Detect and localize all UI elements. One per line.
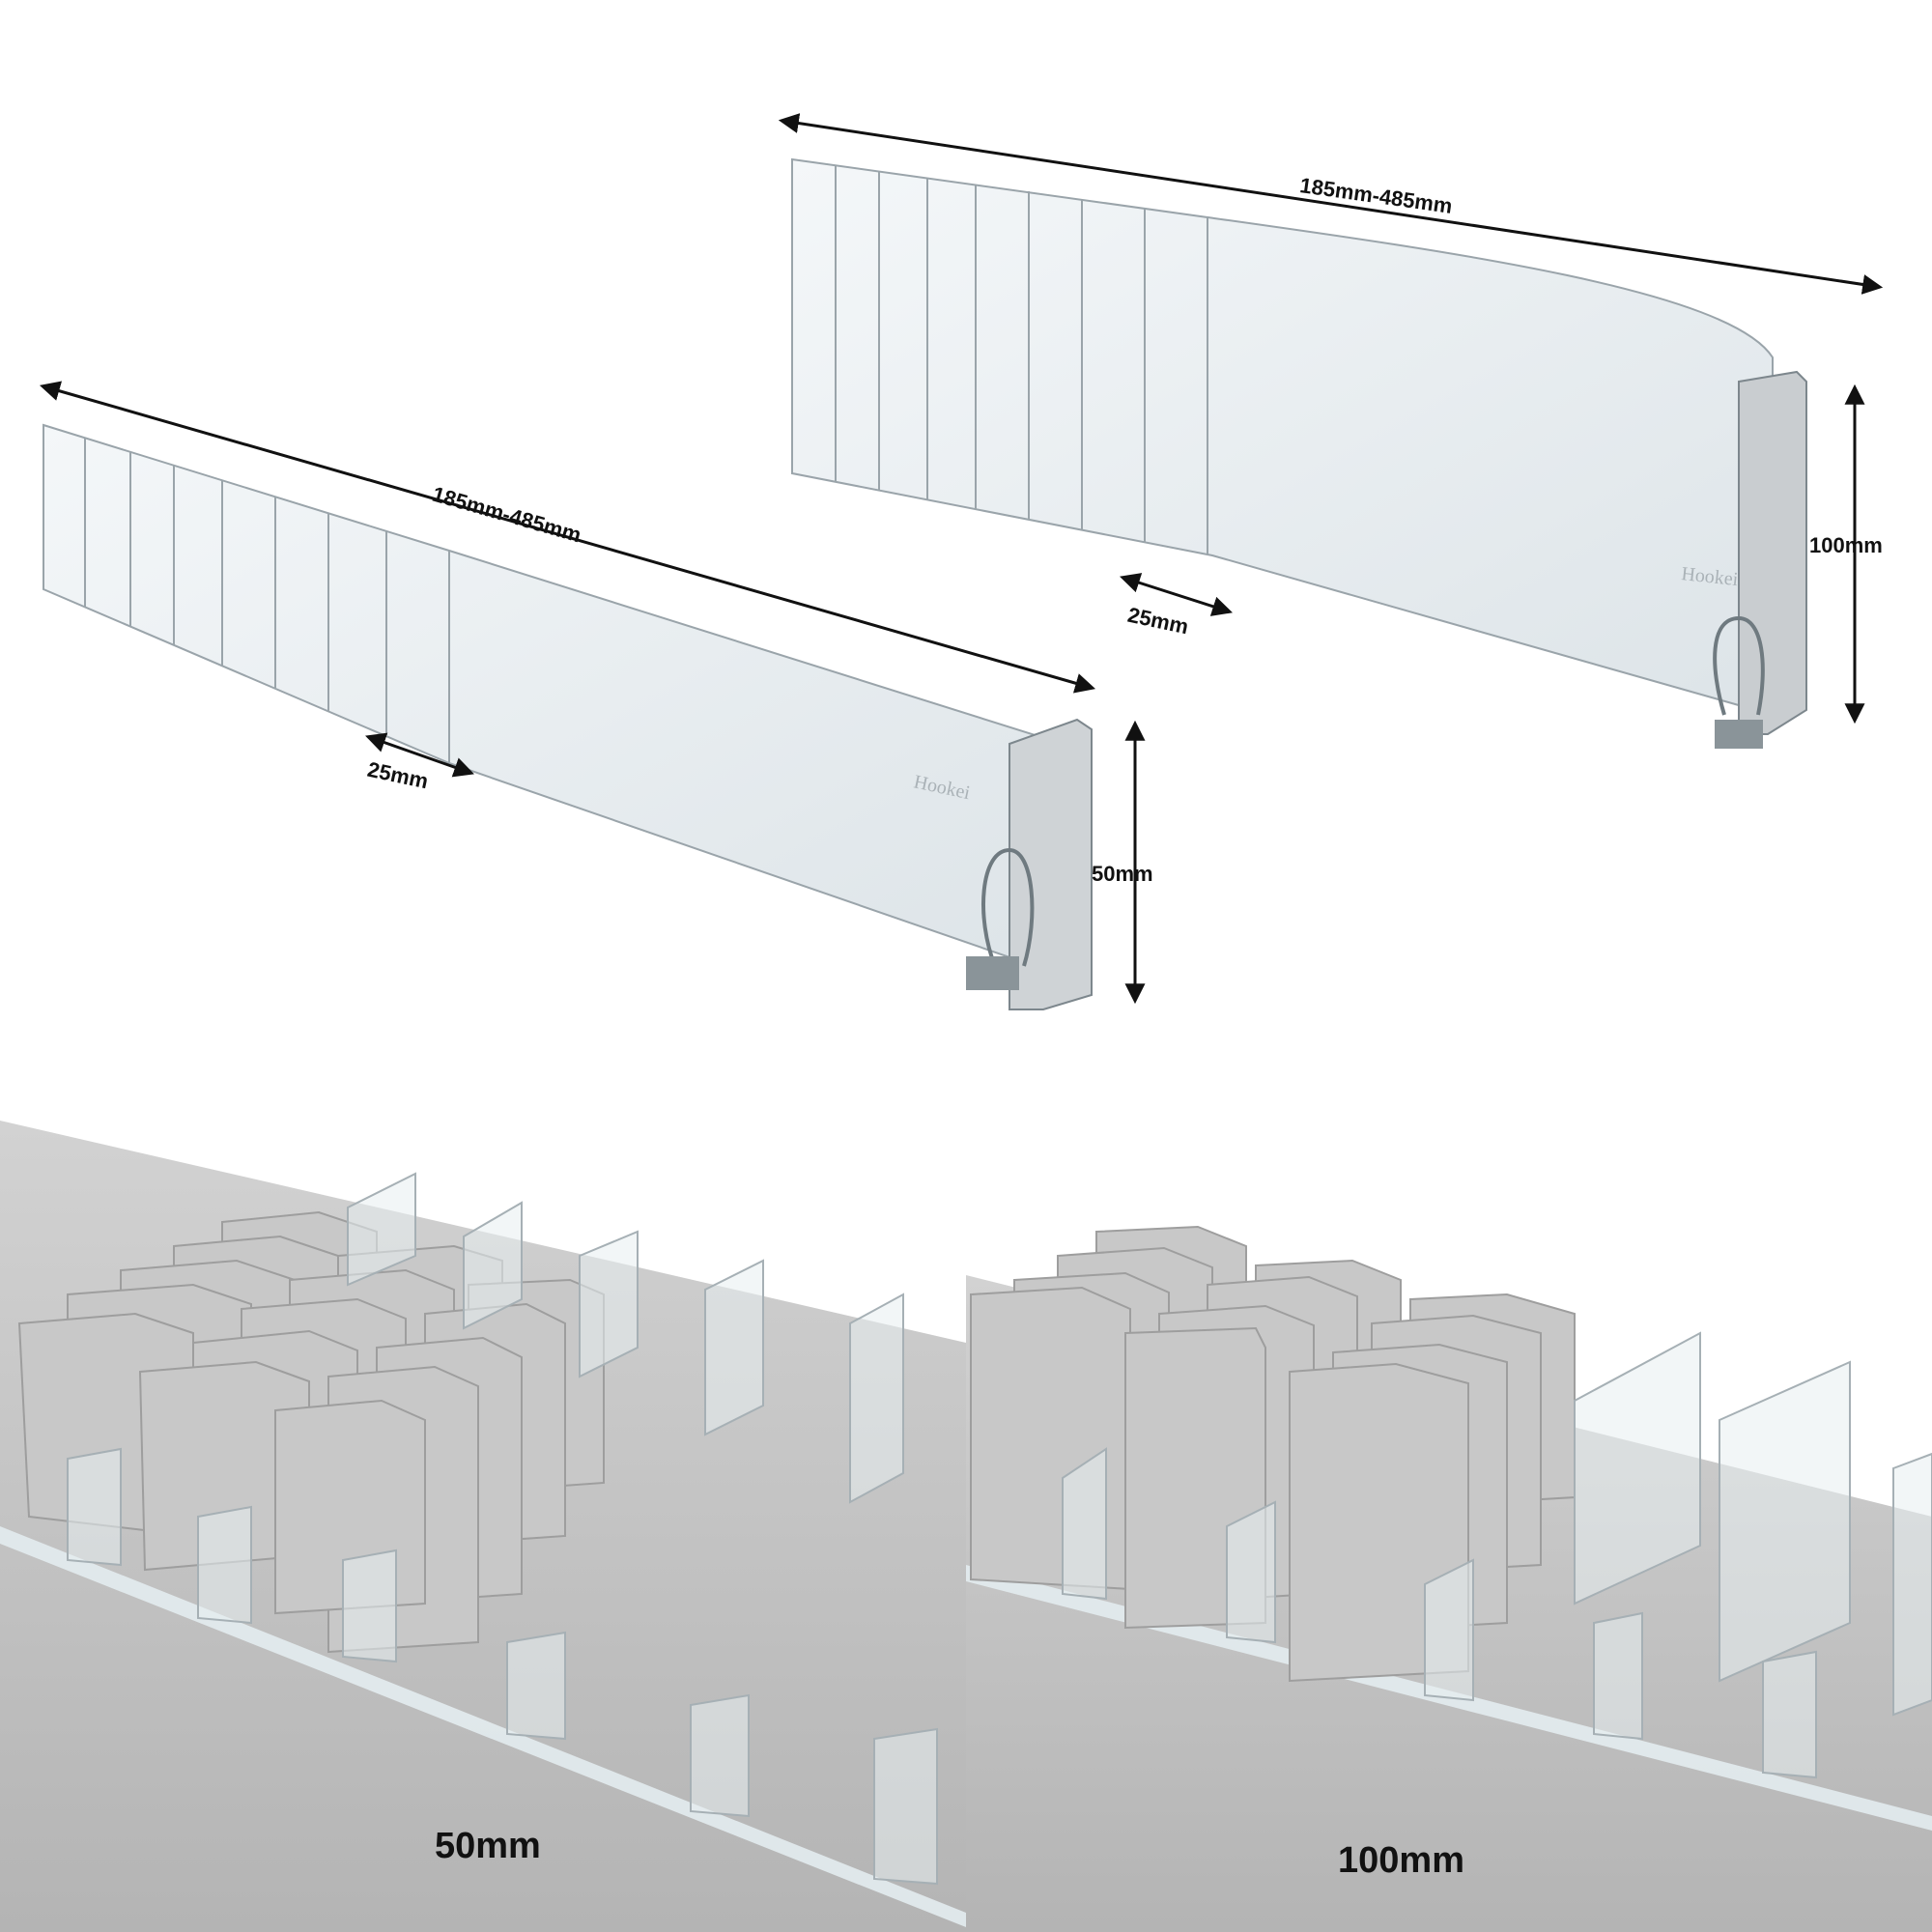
height-label: 50mm bbox=[1092, 862, 1153, 886]
shelf-scene-100mm bbox=[966, 1225, 1932, 1932]
base-clip bbox=[1715, 720, 1763, 749]
caption-100mm: 100mm bbox=[1338, 1840, 1464, 1881]
spring-clip bbox=[981, 847, 1035, 967]
divider-100mm: Hookei bbox=[778, 113, 1884, 749]
base-clip bbox=[966, 956, 1019, 990]
divider-panel bbox=[791, 157, 1774, 717]
length-arrow bbox=[39, 381, 1096, 694]
end-bracket bbox=[1009, 718, 1093, 1010]
segment-arrow bbox=[365, 732, 474, 778]
divider-50mm: Hookei bbox=[39, 381, 1146, 1010]
shelf-scene-50mm bbox=[0, 1121, 966, 1932]
caption-50mm: 50mm bbox=[435, 1826, 541, 1866]
length-arrow bbox=[778, 113, 1884, 295]
shelf-front-rail bbox=[0, 1526, 966, 1927]
end-bracket bbox=[1738, 370, 1807, 735]
segment-arrow bbox=[1120, 573, 1233, 616]
acrylic-dividers bbox=[1062, 1331, 1932, 1779]
acrylic-dividers bbox=[67, 1172, 938, 1886]
divider-panel bbox=[43, 423, 1064, 978]
height-label: 100mm bbox=[1809, 533, 1883, 557]
product-boxes bbox=[970, 1225, 1576, 1683]
product-boxes bbox=[17, 1210, 605, 1654]
spring-clip bbox=[1713, 615, 1765, 716]
